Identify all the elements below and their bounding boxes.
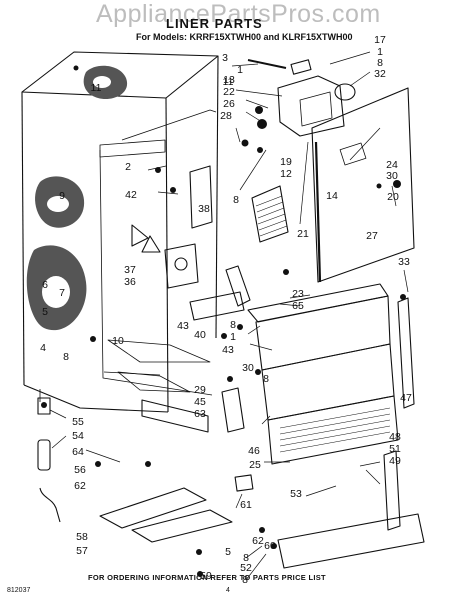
leader-lines — [49, 51, 409, 581]
part-label: 4 — [40, 341, 46, 354]
part-label: 58 — [76, 530, 88, 543]
corner-bracket — [221, 387, 245, 433]
part-label: 11 — [90, 81, 102, 94]
part-label: 17 — [374, 33, 386, 46]
part-label: 43 — [177, 319, 189, 332]
ordering-note: FOR ORDERING INFORMATION REFER TO PARTS … — [88, 573, 326, 582]
part-label: 54 — [72, 429, 84, 442]
part-label: 59 — [200, 569, 212, 582]
part-label: 48 — [389, 430, 401, 443]
part-label: 12 — [280, 167, 292, 180]
part-label: 11 — [222, 75, 234, 88]
part-label: 46 — [248, 444, 260, 457]
model-numbers: For Models: KRRF15XTWH00 and KLRF15XTWH0… — [136, 32, 353, 42]
part-label: 26 — [223, 97, 235, 110]
part-label: 19 — [280, 155, 292, 168]
part-label: 57 — [76, 544, 88, 557]
part-label: 23 — [292, 287, 304, 300]
part-label: 43 — [222, 343, 234, 356]
part-label: 1 — [230, 330, 236, 343]
lower-rails — [99, 399, 425, 569]
part-label: 8 — [230, 318, 236, 331]
part-label: 1 — [377, 45, 383, 58]
part-label: 20 — [387, 190, 399, 203]
part-label: 45 — [194, 395, 206, 408]
part-label: 6 — [42, 278, 48, 291]
part-label: 37 — [124, 263, 136, 276]
lower-bracket — [189, 265, 251, 321]
part-label: 42 — [125, 188, 137, 201]
part-label: 30 — [242, 361, 254, 374]
control-housing — [247, 59, 356, 137]
part-label: 53 — [290, 487, 302, 500]
part-label: 2 — [125, 160, 131, 173]
screws — [41, 65, 406, 577]
part-label: 56 — [74, 463, 86, 476]
page-number: 4 — [226, 587, 230, 594]
part-label: 38 — [198, 202, 210, 215]
part-label: 5 — [225, 545, 231, 558]
part-label: 60 — [264, 539, 276, 552]
side-trim — [383, 297, 415, 531]
part-label: 63 — [194, 407, 206, 420]
part-label: 1 — [237, 63, 243, 76]
part-label: 52 — [240, 561, 252, 574]
document-number: 812037 — [7, 587, 31, 594]
part-label: 51 — [389, 442, 401, 455]
part-label: 21 — [297, 227, 309, 240]
part-label: 40 — [194, 328, 206, 341]
part-label: 22 — [223, 85, 235, 98]
part-label: 8 — [377, 56, 383, 69]
part-label: 61 — [240, 498, 252, 511]
part-label: 49 — [389, 454, 401, 467]
part-label: 24 — [386, 158, 398, 171]
part-label: 62 — [252, 534, 264, 547]
part-label: 8 — [233, 193, 239, 206]
part-label: 55 — [72, 415, 84, 428]
part-label: 32 — [374, 67, 386, 80]
crisper-cover — [247, 283, 395, 421]
part-label: 36 — [124, 275, 136, 288]
part-label: 47 — [400, 391, 412, 404]
fan-grille — [251, 185, 289, 243]
part-label: 8 — [242, 573, 248, 586]
part-label: 10 — [112, 334, 124, 347]
part-label: 8 — [263, 372, 269, 385]
part-label: 28 — [220, 109, 232, 122]
part-label: 25 — [249, 458, 261, 471]
part-label: 3 — [222, 51, 228, 64]
part-label: 27 — [366, 229, 378, 242]
part-label: 65 — [292, 299, 304, 312]
part-label: 7 — [59, 286, 65, 299]
part-label: 8 — [63, 350, 69, 363]
part-label: 9 — [59, 189, 65, 202]
part-label: 29 — [194, 383, 206, 396]
drain-parts — [37, 397, 254, 523]
part-label: 30 — [386, 169, 398, 182]
divider-panel — [311, 87, 415, 283]
part-label: 13 — [223, 73, 235, 86]
watermark: AppliancePartsPros.com — [96, 0, 381, 28]
part-label: 62 — [74, 479, 86, 492]
part-label: 64 — [72, 445, 84, 458]
part-label: 14 — [326, 189, 338, 202]
diagram-title: LINER PARTS — [166, 16, 263, 31]
part-label: 5 — [42, 305, 48, 318]
damper-bracket — [131, 165, 213, 289]
part-label: 33 — [398, 255, 410, 268]
part-label: 8 — [243, 551, 249, 564]
toe-grille — [267, 395, 399, 465]
liner-cabinet — [21, 51, 219, 413]
